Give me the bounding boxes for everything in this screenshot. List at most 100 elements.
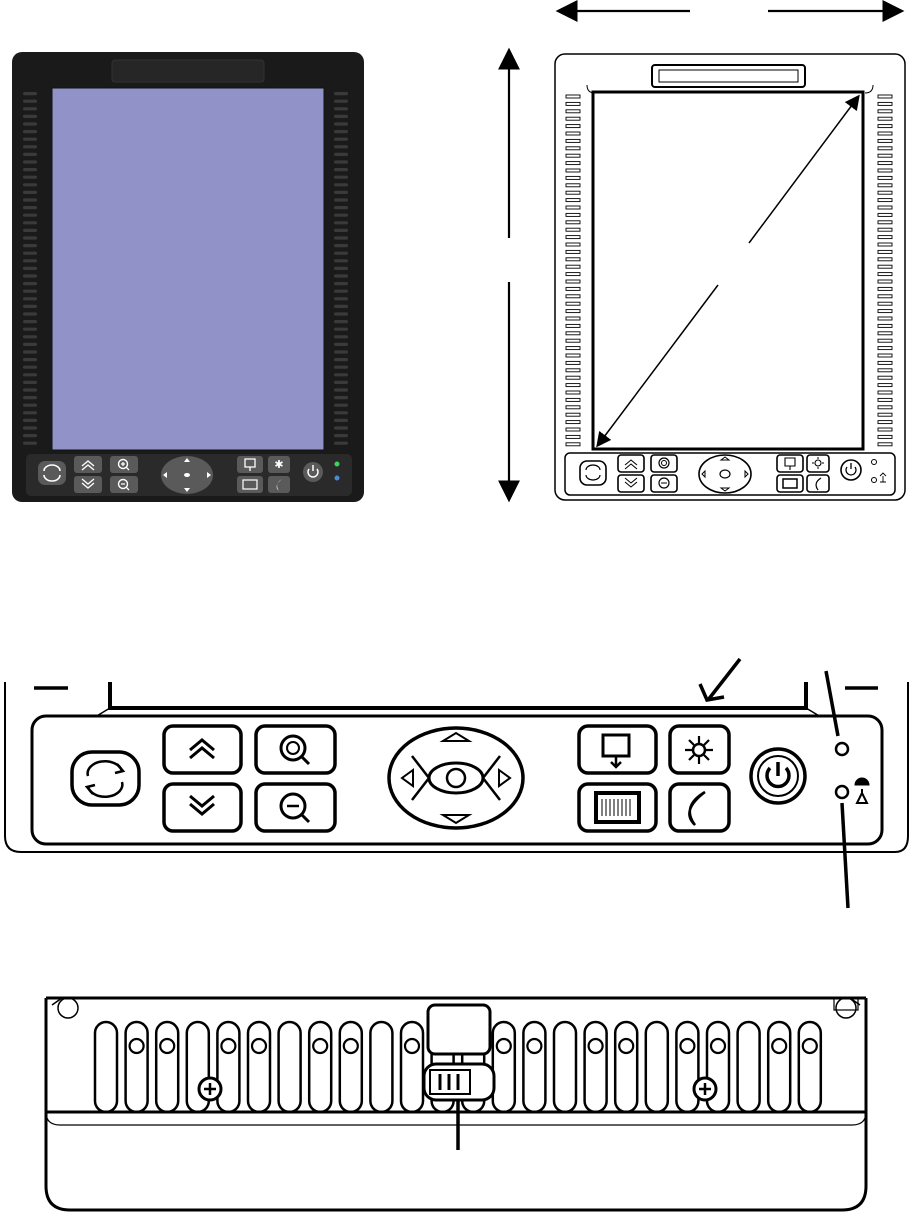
vent-slot: [878, 154, 892, 157]
vent-slot: [334, 328, 348, 331]
vent-slot: [878, 117, 892, 120]
vent-slot: [566, 236, 580, 239]
vent-slot: [878, 347, 892, 350]
vent-hole: [252, 1039, 266, 1053]
vent-slot: [334, 206, 348, 209]
vent-slot: [334, 312, 348, 315]
vent-slot: [878, 443, 892, 446]
vent-slot: [566, 265, 580, 268]
vent-slot: [334, 198, 348, 201]
vent-slot: [878, 369, 892, 372]
vent-slot: [566, 421, 580, 424]
vent-slot: [334, 176, 348, 179]
device-line-drawing: [555, 54, 905, 500]
photo-page-up-button: [74, 456, 102, 473]
vent-slot: [23, 328, 37, 331]
vent-hole: [772, 1039, 786, 1053]
vent-slot: [23, 419, 37, 422]
zoom-out-button-detail: [256, 784, 335, 831]
vent-slot: [799, 1022, 821, 1112]
vent-slot: [566, 95, 580, 98]
vent-slot: [334, 244, 348, 247]
vent-slot: [878, 339, 892, 342]
vent-slot: [23, 191, 37, 194]
vent-slot: [878, 95, 892, 98]
vent-slot: [566, 295, 580, 298]
vent-slot: [334, 100, 348, 103]
vent-slot: [334, 145, 348, 148]
bottom-view: [46, 998, 866, 1210]
vent-slot: [334, 320, 348, 323]
vent-slot: [878, 280, 892, 283]
vent-slot: [340, 1022, 362, 1112]
vent-slot: [878, 265, 892, 268]
vent-slot: [23, 350, 37, 353]
vent-slot: [878, 110, 892, 113]
wireless-light-detail: [836, 786, 848, 798]
vent-slot: [878, 302, 892, 305]
vent-slot: [493, 1022, 515, 1112]
vent-slot: [334, 305, 348, 308]
page-up-button-detail: [164, 726, 241, 773]
vent-slot: [566, 369, 580, 372]
vent-slot: [878, 421, 892, 424]
vent-slot: [217, 1022, 239, 1112]
vent-slot: [566, 376, 580, 379]
vent-slot: [23, 244, 37, 247]
vent-slot: [334, 381, 348, 384]
vent-slot: [23, 153, 37, 156]
vent-slot: [334, 350, 348, 353]
vent-slot: [566, 132, 580, 135]
night-mode-button-detail: [670, 784, 729, 831]
vent-slot: [23, 198, 37, 201]
vent-slot: [878, 332, 892, 335]
vent-slot: [23, 92, 37, 95]
vent-slot: [23, 115, 37, 118]
vent-slot: [878, 273, 892, 276]
vent-slot: [878, 191, 892, 194]
vent-slot: [566, 302, 580, 305]
vent-slot: [878, 250, 892, 253]
vent-slot: [768, 1022, 790, 1112]
vent-slot: [566, 102, 580, 105]
vent-slot: [334, 153, 348, 156]
vent-slot: [566, 213, 580, 216]
vent-slot: [878, 324, 892, 327]
vent-slot: [566, 280, 580, 283]
top-handle: [112, 60, 264, 82]
vent-slot: [248, 1022, 270, 1112]
screw-right: [694, 1078, 716, 1100]
photo-power-button: [303, 462, 323, 482]
vent-slot: [23, 426, 37, 429]
vent-slot: [566, 169, 580, 172]
vent-slot: [878, 213, 892, 216]
vent-slot: [566, 243, 580, 246]
vent-slot: [401, 1022, 423, 1112]
vent-slot: [566, 435, 580, 438]
vent-slot: [334, 259, 348, 262]
vent-slot: [566, 110, 580, 113]
photo-green-led: [335, 462, 340, 467]
vent-slot: [878, 132, 892, 135]
vent-slot: [334, 183, 348, 186]
photo-zoom-out-button: [110, 476, 138, 493]
vent-slot: [23, 206, 37, 209]
vent-hole: [527, 1039, 541, 1053]
vent-slot: [566, 391, 580, 394]
vent-slot: [566, 199, 580, 202]
vent-slot: [566, 139, 580, 142]
vent-slot: [878, 361, 892, 364]
vent-slot: [23, 107, 37, 110]
vent-slot: [334, 343, 348, 346]
vent-slot: [566, 428, 580, 431]
drawing-handle: [652, 65, 805, 87]
vent-slot: [23, 343, 37, 346]
vent-slot: [334, 168, 348, 171]
screw-left: [199, 1078, 221, 1100]
vent-slot: [23, 236, 37, 239]
photo-dpad: [161, 456, 213, 494]
vent-slot: [566, 354, 580, 357]
vent-slot: [334, 404, 348, 407]
vent-slot: [878, 376, 892, 379]
vent-slot: [23, 176, 37, 179]
